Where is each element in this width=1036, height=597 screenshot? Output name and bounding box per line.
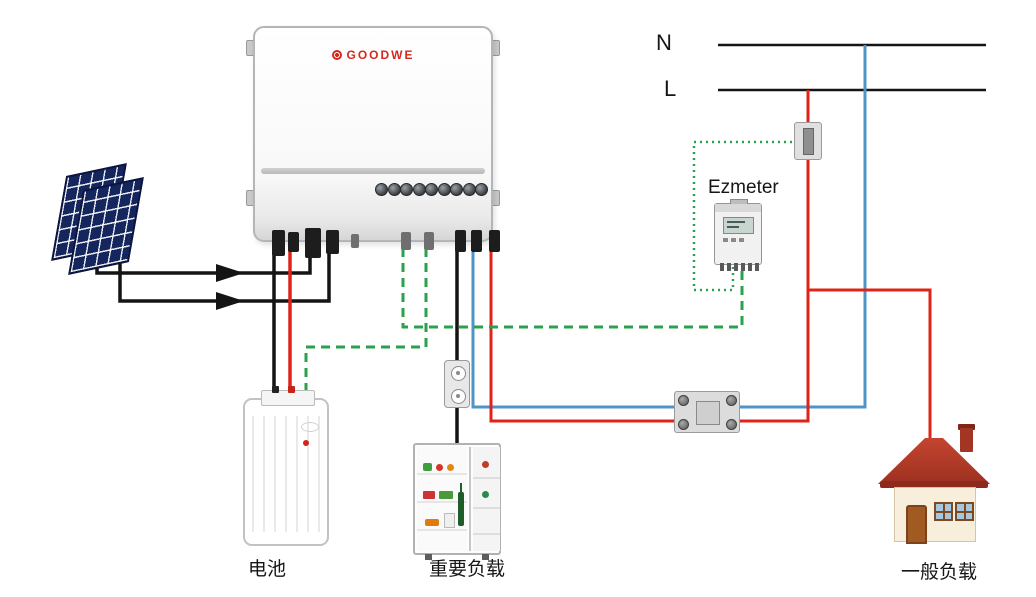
food-item — [444, 513, 455, 528]
food-item — [423, 463, 432, 471]
grid-live-connector — [489, 230, 500, 252]
meter-terminal — [748, 263, 752, 271]
battery-negative-terminal — [272, 386, 279, 393]
inverter: GOODWE — [253, 26, 500, 258]
bottle-neck — [460, 483, 462, 493]
grid-neutral-connector — [471, 230, 482, 252]
changeover-core — [696, 401, 720, 425]
fridge-foot — [425, 554, 432, 560]
backup-connector — [455, 230, 466, 252]
comm-connector-1 — [401, 232, 411, 250]
isolator-switch — [444, 360, 470, 408]
door-item — [482, 461, 489, 468]
pv-flow-arrow-1 — [216, 264, 244, 282]
neutral-wire — [471, 45, 867, 409]
pv-flow-arrow-2 — [216, 292, 244, 310]
bolt-icon — [726, 419, 737, 430]
general-load-label: 一般负载 — [901, 562, 978, 583]
bolt-icon — [678, 395, 689, 406]
house-eave — [880, 481, 988, 488]
inverter-groove — [261, 168, 485, 174]
lcd-line — [727, 221, 745, 223]
chimney-cap — [958, 424, 975, 430]
switch-screw-top — [451, 366, 466, 381]
fridge-door — [473, 447, 500, 551]
fridge-foot — [482, 554, 489, 560]
battery-label: 电池 — [248, 559, 287, 580]
house-door — [906, 505, 927, 544]
house-roof — [878, 438, 990, 484]
fuse-element — [803, 128, 814, 155]
battery-positive-terminal — [288, 386, 295, 393]
fridge-door-hinge — [469, 447, 471, 551]
battery-led — [303, 440, 309, 446]
lcd-line — [727, 226, 739, 228]
fridge-interior — [417, 447, 467, 551]
meter-button — [723, 238, 728, 242]
grid-neutral-label: N — [656, 30, 672, 55]
meter-terminal — [727, 263, 731, 271]
bolt-icon — [726, 395, 737, 406]
live-wire-general-load-branch — [808, 288, 932, 442]
switch-screw-bottom — [451, 389, 466, 404]
changeover-box — [674, 391, 740, 433]
live-wire — [489, 90, 810, 423]
inverter-led-port — [375, 183, 388, 196]
goodwe-logo: GOODWE — [255, 48, 491, 62]
battery-positive-connector — [288, 232, 299, 252]
meter-label: Ezmeter — [708, 177, 779, 198]
critical-load-label: 重要负载 — [429, 559, 506, 580]
meter-terminal — [720, 263, 724, 271]
battery-negative-connector — [272, 230, 285, 256]
meter-lcd — [723, 217, 754, 234]
goodwe-brand-text: GOODWE — [346, 48, 415, 62]
chimney — [960, 428, 973, 452]
inverter-led-port — [400, 183, 413, 196]
comm-connector-2 — [424, 232, 434, 250]
meter-sense-wire — [692, 140, 792, 292]
meter-top-strip — [715, 204, 761, 212]
meter-comm-wire — [401, 248, 744, 329]
door-item — [482, 491, 489, 498]
meter-button — [739, 238, 744, 242]
battery — [243, 386, 329, 546]
aux-connector — [351, 234, 359, 248]
goodwe-logo-icon — [331, 50, 342, 60]
food-item — [436, 464, 443, 471]
food-item — [425, 519, 439, 526]
food-item — [423, 491, 435, 499]
meter-terminal — [741, 263, 745, 271]
battery-handle — [301, 422, 319, 432]
battery-comm-wire — [304, 248, 428, 402]
house-window — [955, 502, 974, 521]
food-item — [439, 491, 453, 499]
inverter-led-port — [475, 183, 488, 196]
battery-ridges — [252, 416, 320, 532]
pv-connector-2 — [326, 230, 339, 254]
bolt-icon — [678, 419, 689, 430]
pv-connector-1 — [305, 228, 321, 258]
fuse — [794, 122, 822, 160]
battery-terminal-block — [261, 386, 315, 406]
bottle — [458, 492, 464, 526]
inverter-led-port — [450, 183, 463, 196]
grid-live-label: L — [664, 76, 677, 101]
energy-meter — [714, 199, 762, 271]
food-item — [447, 464, 454, 471]
meter-terminal — [755, 263, 759, 271]
meter-terminal — [734, 263, 738, 271]
general-load-house — [878, 424, 990, 552]
house-window — [934, 502, 953, 521]
critical-load-fridge — [413, 443, 501, 560]
meter-button — [731, 238, 736, 242]
inverter-led-port — [425, 183, 438, 196]
